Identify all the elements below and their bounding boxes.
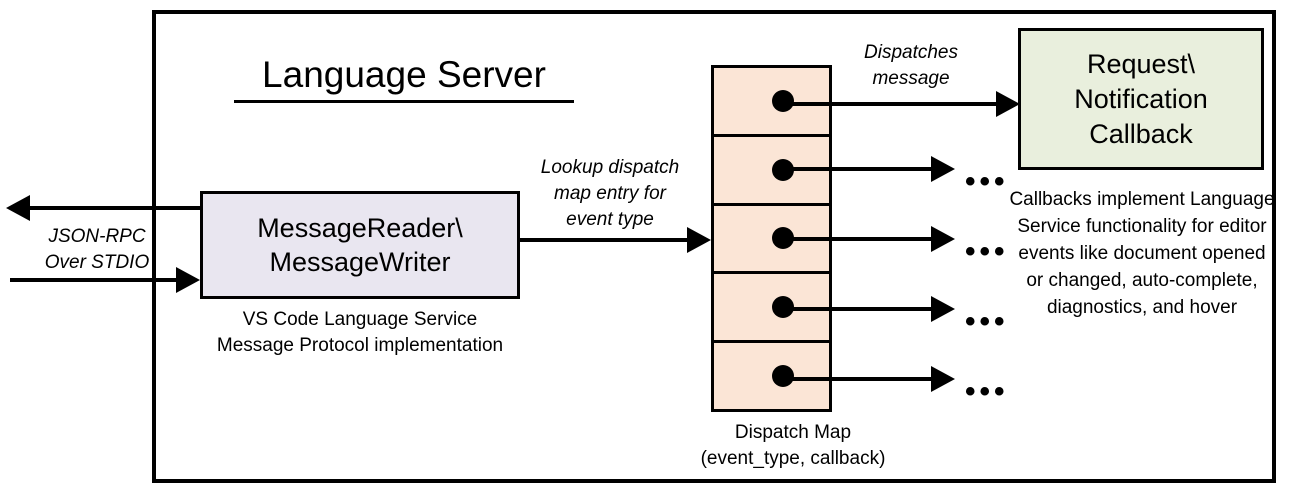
dispatch-edge-1-arrowhead — [996, 91, 1020, 117]
dispatch-edge-3-arrowhead — [931, 226, 955, 252]
dispatch-map-caption: Dispatch Map (event_type, callback) — [648, 420, 938, 472]
jsonrpc-label-line2: Over STDIO — [44, 252, 150, 273]
inbound-stdio-line — [10, 278, 178, 282]
jsonrpc-label-line1: JSON-RPC — [48, 226, 146, 247]
messagereader-messagewriter-node[interactable]: MessageReader\ MessageWriter — [200, 191, 520, 299]
outbound-stdio-arrowhead — [6, 195, 30, 221]
callback-line3: Callback — [1089, 118, 1193, 149]
dispatch-edge-4-arrowhead — [931, 296, 955, 322]
callback-line2: Notification — [1074, 83, 1208, 114]
dispatches-label-line2: message — [872, 68, 950, 89]
dispatch-map-caption-line2: (event_type, callback) — [700, 448, 886, 469]
lookup-dispatch-line — [519, 238, 689, 242]
inbound-stdio-arrowhead — [176, 267, 200, 293]
dispatch-map-cell[interactable] — [714, 137, 829, 206]
lookup-dispatch-arrowhead — [687, 227, 711, 253]
page-title: Language Server — [234, 52, 574, 103]
callback-line1: Request\ — [1086, 48, 1196, 79]
dispatch-edge-2-ellipsis: ••• — [965, 165, 1009, 198]
request-notification-callback-node[interactable]: Request\ Notification Callback — [1018, 28, 1264, 170]
dispatch-edge-2-line — [780, 167, 935, 171]
callbacks-description: Callbacks implement Language Service fun… — [1009, 189, 1275, 318]
jsonrpc-edge-label: JSON-RPC Over STDIO — [22, 224, 172, 276]
dispatch-edge-2-arrowhead — [931, 156, 955, 182]
messagereader-caption: VS Code Language Service Message Protoco… — [190, 307, 530, 359]
lookup-dispatch-label: Lookup dispatch map entry for event type — [520, 155, 700, 233]
callback-dot-icon — [772, 365, 794, 388]
dispatch-map-cell[interactable] — [714, 68, 829, 137]
dispatch-map-cell[interactable] — [714, 343, 829, 409]
lookup-label-line2: map entry for — [554, 183, 666, 204]
messagereader-caption-line1: VS Code Language Service — [242, 309, 478, 330]
lookup-label-line3: event type — [566, 209, 654, 230]
dispatch-edge-5-arrowhead — [931, 366, 955, 392]
dispatches-label-line1: Dispatches — [864, 42, 958, 63]
dispatch-edge-3-line — [780, 237, 935, 241]
messagereader-caption-line2: Message Protocol implementation — [216, 335, 504, 356]
dispatch-edge-4-ellipsis: ••• — [965, 305, 1009, 338]
dispatch-edge-5-ellipsis: ••• — [965, 375, 1009, 408]
callback-dot-icon — [772, 89, 794, 112]
messagereader-line1: MessageReader\ — [257, 213, 463, 243]
dispatch-edge-4-line — [780, 307, 935, 311]
language-server-frame — [152, 10, 1276, 483]
dispatch-edge-5-line — [780, 377, 935, 381]
outbound-stdio-line — [30, 206, 202, 210]
messagereader-line2: MessageWriter — [269, 247, 451, 277]
dispatches-message-label: Dispatches message — [836, 40, 986, 92]
dispatch-map-caption-line1: Dispatch Map — [734, 422, 852, 443]
lookup-label-line1: Lookup dispatch — [540, 157, 680, 178]
dispatch-edge-1-line — [780, 102, 1000, 106]
dispatch-edge-3-ellipsis: ••• — [965, 235, 1009, 268]
